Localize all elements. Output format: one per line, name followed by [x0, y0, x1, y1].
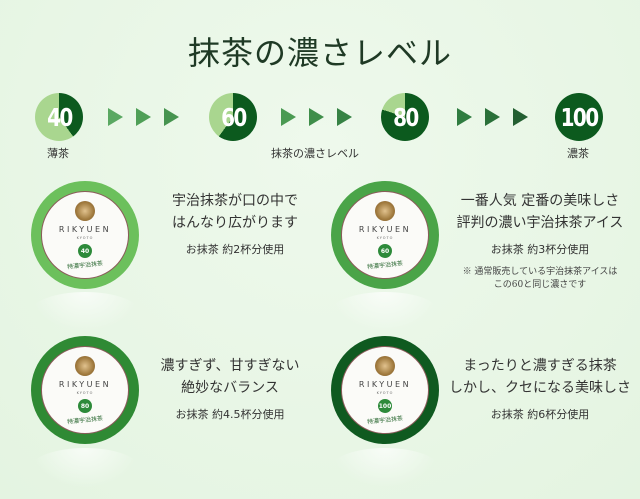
lid-subtitle: 特濃宇治抹茶	[66, 415, 104, 426]
lid-subtitle: 特濃宇治抹茶	[366, 260, 404, 271]
level-indicator-40: 40	[35, 93, 83, 141]
headline-line-1: まったりと濃すぎる抹茶	[463, 358, 617, 374]
matcha-usage: お抹茶 約4.5杯分使用	[175, 408, 285, 421]
level-value: 100	[560, 102, 600, 132]
headline-line-2: 評判の濃い宇治抹茶アイス	[456, 215, 624, 231]
headline-line-1: 濃すぎず、甘すぎない	[160, 358, 300, 374]
scale-label-light: 薄茶	[47, 147, 69, 160]
product-description: まったりと濃すぎる抹茶 しかし、クセになる美味しさ お抹茶 約6杯分使用	[440, 355, 640, 422]
arrow-right-icon	[164, 108, 179, 126]
footnote-line-1: ※ 通常販売している宇治抹茶アイスは	[462, 267, 618, 277]
lid-brand: RIKYUEN	[358, 380, 412, 389]
level-indicator-80: 80	[381, 93, 429, 141]
scale-label-center: 抹茶の濃さレベル	[271, 147, 359, 160]
lid-city: KYOTO	[376, 236, 394, 240]
lid-level-badge: 80	[78, 399, 92, 413]
arrow-right-icon	[136, 108, 151, 126]
headline-line-2: はんなり広がります	[172, 215, 298, 231]
scale-label-strong: 濃茶	[567, 147, 589, 160]
arrow-right-icon	[457, 108, 472, 126]
level-value: 40	[46, 102, 73, 132]
headline-line-1: 宇治抹茶が口の中で	[172, 193, 298, 209]
arrow-right-icon	[281, 108, 296, 126]
crest-emblem-icon	[75, 356, 95, 376]
lid-brand: RIKYUEN	[358, 225, 412, 234]
headline-line-2: しかし、クセになる美味しさ	[449, 380, 631, 396]
matcha-usage: お抹茶 約3杯分使用	[490, 243, 590, 256]
lid-city: KYOTO	[76, 391, 94, 395]
page-title: 抹茶の濃さレベル	[187, 34, 452, 72]
ice-cream-lid: RIKYUEN KYOTO 40 特濃宇治抹茶	[31, 181, 139, 289]
ice-cream-lid: RIKYUEN KYOTO 100 特濃宇治抹茶	[331, 336, 439, 444]
lid-subtitle: 特濃宇治抹茶	[66, 260, 104, 271]
matcha-usage: お抹茶 約6杯分使用	[490, 408, 590, 421]
headline-line-1: 一番人気 定番の美味しさ	[460, 193, 620, 209]
matcha-usage: お抹茶 約2杯分使用	[185, 243, 285, 256]
level-value: 60	[220, 102, 247, 132]
lid-reflection	[331, 448, 439, 488]
footnote-line-2: この60と同じ濃さです	[493, 280, 587, 290]
lid-level-badge: 40	[78, 244, 92, 258]
arrow-right-icon	[108, 108, 123, 126]
product-description: 濃すぎず、甘すぎない 絶妙なバランス お抹茶 約4.5杯分使用	[140, 355, 320, 422]
headline-line-2: 絶妙なバランス	[181, 380, 279, 396]
lid-level-badge: 60	[378, 244, 392, 258]
lid-brand: RIKYUEN	[58, 380, 112, 389]
lid-level-badge: 100	[378, 399, 392, 413]
lid-city: KYOTO	[76, 236, 94, 240]
level-indicator-60: 60	[209, 93, 257, 141]
lid-brand: RIKYUEN	[58, 225, 112, 234]
lid-face: RIKYUEN KYOTO 80 特濃宇治抹茶	[41, 346, 129, 434]
lid-reflection	[331, 292, 439, 332]
product-description: 一番人気 定番の美味しさ 評判の濃い宇治抹茶アイス お抹茶 約3杯分使用 ※ 通…	[440, 190, 640, 292]
arrow-right-icon	[337, 108, 352, 126]
crest-emblem-icon	[375, 201, 395, 221]
arrow-right-icon	[513, 108, 528, 126]
product-description: 宇治抹茶が口の中で はんなり広がります お抹茶 約2杯分使用	[145, 190, 325, 257]
footnote: ※ 通常販売している宇治抹茶アイスは この60と同じ濃さです	[440, 266, 640, 292]
crest-emblem-icon	[375, 356, 395, 376]
arrow-right-icon	[309, 108, 324, 126]
level-value: 80	[392, 102, 419, 132]
lid-city: KYOTO	[376, 391, 394, 395]
ice-cream-lid: RIKYUEN KYOTO 80 特濃宇治抹茶	[31, 336, 139, 444]
ice-cream-lid: RIKYUEN KYOTO 60 特濃宇治抹茶	[331, 181, 439, 289]
arrow-right-icon	[485, 108, 500, 126]
lid-reflection	[31, 448, 139, 488]
lid-face: RIKYUEN KYOTO 100 特濃宇治抹茶	[341, 346, 429, 434]
crest-emblem-icon	[75, 201, 95, 221]
level-indicator-100: 100	[555, 93, 603, 141]
lid-subtitle: 特濃宇治抹茶	[366, 415, 404, 426]
lid-reflection	[31, 292, 139, 332]
lid-face: RIKYUEN KYOTO 40 特濃宇治抹茶	[41, 191, 129, 279]
lid-face: RIKYUEN KYOTO 60 特濃宇治抹茶	[341, 191, 429, 279]
